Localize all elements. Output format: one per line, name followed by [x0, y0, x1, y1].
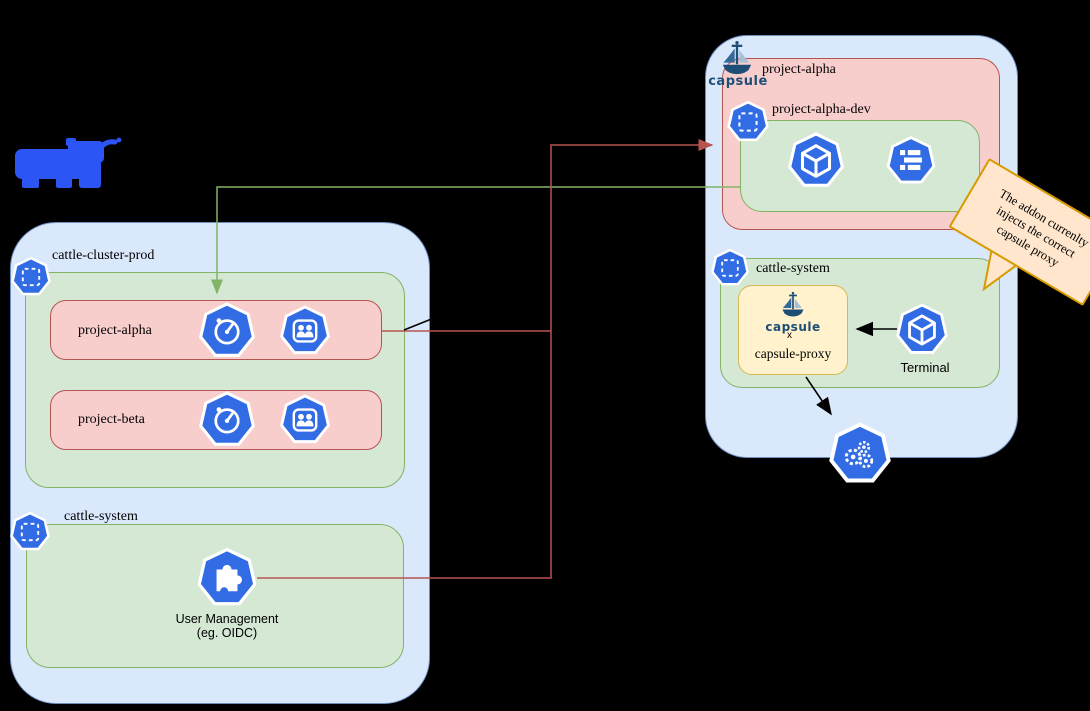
- terminal-label: Terminal: [900, 360, 950, 375]
- left-cattle-system-box: [26, 524, 404, 668]
- capsule-wordmark-top: capsule: [708, 74, 768, 89]
- user-management-line2: (eg. OIDC): [196, 626, 258, 640]
- right-cattle-system-label: cattle-system: [756, 261, 830, 276]
- left-cattle-system-label: cattle-system: [64, 509, 138, 524]
- capsule-proxy-stray-x: x: [787, 330, 792, 341]
- left-cluster-title: cattle-cluster-prod: [52, 248, 155, 263]
- user-management-label: User Management (eg. OIDC): [137, 612, 317, 640]
- capsule-wordmark-proxy: capsule: [765, 320, 821, 334]
- project-alpha-label-left: project-alpha: [78, 323, 152, 338]
- project-alpha-dev-box: [740, 120, 980, 212]
- project-alpha-label-right: project-alpha: [762, 62, 836, 77]
- capsule-proxy-label: capsule-proxy: [754, 346, 832, 361]
- user-management-line1: User Management: [175, 612, 279, 626]
- project-alpha-dev-label: project-alpha-dev: [772, 102, 871, 117]
- rancher-logo: [15, 137, 122, 188]
- project-beta-label: project-beta: [78, 412, 145, 427]
